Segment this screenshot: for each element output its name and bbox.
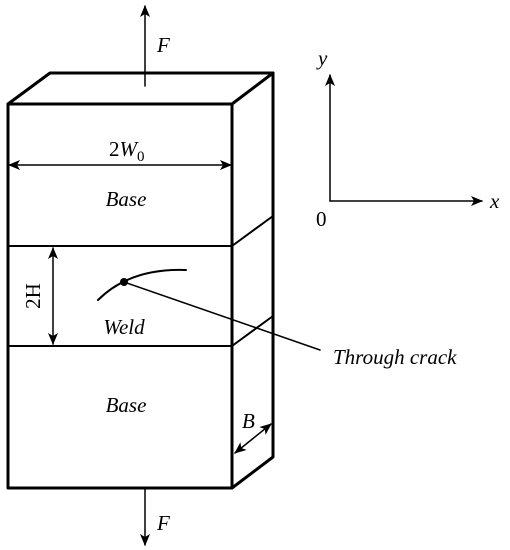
region-middle-label: Weld: [103, 315, 145, 339]
through-crack: Through crack: [97, 268, 457, 369]
y-axis-label: y: [316, 46, 328, 70]
crack-leader-line: [123, 281, 321, 351]
thickness-label: B: [242, 409, 255, 433]
force-bottom-label: F: [156, 511, 170, 535]
x-axis-label: x: [489, 189, 500, 213]
height-dimension: 2H: [21, 247, 58, 345]
force-bottom-arrow: F: [140, 487, 170, 546]
width-label: 2W0: [109, 137, 145, 165]
coordinate-axes: y x 0: [316, 46, 500, 231]
width-dimension: 2W0: [8, 137, 232, 170]
force-top-arrow: F: [140, 5, 170, 87]
region-bottom-label: Base: [106, 393, 147, 417]
crack-curve: [97, 268, 187, 301]
crack-label: Through crack: [333, 345, 457, 369]
specimen-block: [6, 71, 275, 490]
weld-bottom-boundary-side: [231, 315, 274, 347]
region-top-label: Base: [106, 187, 147, 211]
top-face: [6, 71, 275, 106]
side-face-edge: [230, 71, 275, 490]
weld-top-boundary-side: [231, 215, 274, 247]
thickness-dimension: B: [234, 409, 272, 454]
height-label: 2H: [21, 283, 45, 309]
origin-label: 0: [316, 207, 327, 231]
force-top-label: F: [156, 33, 170, 57]
